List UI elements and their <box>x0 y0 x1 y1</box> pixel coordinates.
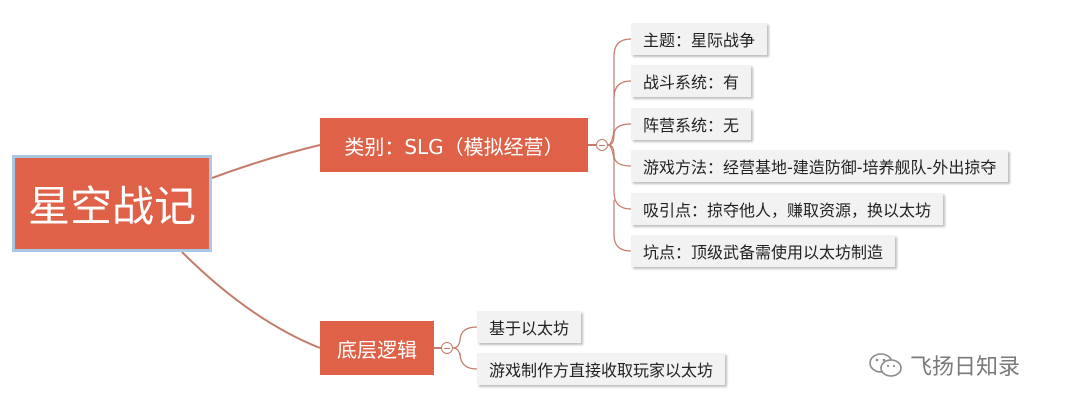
connector-leaf-3 <box>607 123 632 146</box>
branch-category-label: 类别：SLG（模拟经营） <box>344 134 564 159</box>
leaf-gameplay[interactable]: 游戏方法：经营基地-建造防御-培养舰队-外出掠夺 <box>631 150 1009 182</box>
leaf-based-on-ethereum[interactable]: 基于以太坊 <box>477 311 582 343</box>
leaf-label: 坑点：顶级武备需使用以太坊制造 <box>643 243 884 262</box>
connector-leaf-7 <box>452 326 478 349</box>
connector-root-branch1 <box>211 144 321 179</box>
connector-leaf-6 <box>613 200 632 252</box>
leaf-attraction[interactable]: 吸引点：掠夺他人，赚取资源，换以太坊 <box>631 193 944 225</box>
leaf-combat-system[interactable]: 战斗系统：有 <box>631 65 752 97</box>
connector-leaf-8 <box>452 347 478 370</box>
leaf-label: 战斗系统：有 <box>643 73 740 92</box>
collapse-toggle-icon[interactable] <box>596 139 608 151</box>
connector-leaf-5 <box>607 144 632 210</box>
wechat-icon <box>869 353 902 377</box>
leaf-label: 游戏方法：经营基地-建造防御-培养舰队-外出掠夺 <box>643 158 997 177</box>
connector-leaf-2 <box>613 80 632 99</box>
leaf-label: 吸引点：掠夺他人，赚取资源，换以太坊 <box>643 201 932 220</box>
collapse-toggle-icon[interactable] <box>441 342 453 354</box>
root-topic-label: 星空战记 <box>27 182 196 231</box>
root-topic[interactable]: 星空战记 <box>12 155 212 252</box>
leaf-label: 阵营系统：无 <box>643 116 740 135</box>
branch-category[interactable]: 类别：SLG（模拟经营） <box>320 118 588 172</box>
leaf-developer-collects[interactable]: 游戏制作方直接收取玩家以太坊 <box>477 353 726 385</box>
watermark: 飞扬日知录 <box>868 350 1020 380</box>
leaf-theme[interactable]: 主题：星际战争 <box>631 23 768 55</box>
branch-underlying-logic[interactable]: 底层逻辑 <box>320 321 434 375</box>
leaf-label: 主题：星际战争 <box>643 31 756 50</box>
leaf-faction-system[interactable]: 阵营系统：无 <box>631 108 752 140</box>
connector-leaf-1 <box>607 38 632 146</box>
leaf-label: 游戏制作方直接收取玩家以太坊 <box>489 361 714 380</box>
leaf-pitfall[interactable]: 坑点：顶级武备需使用以太坊制造 <box>631 235 896 267</box>
connector-leaf-4 <box>607 144 632 167</box>
watermark-text: 飞扬日知录 <box>910 355 1021 380</box>
connector-root-branch2 <box>181 251 321 349</box>
leaf-label: 基于以太坊 <box>489 319 570 338</box>
branch-underlying-logic-label: 底层逻辑 <box>337 337 417 362</box>
